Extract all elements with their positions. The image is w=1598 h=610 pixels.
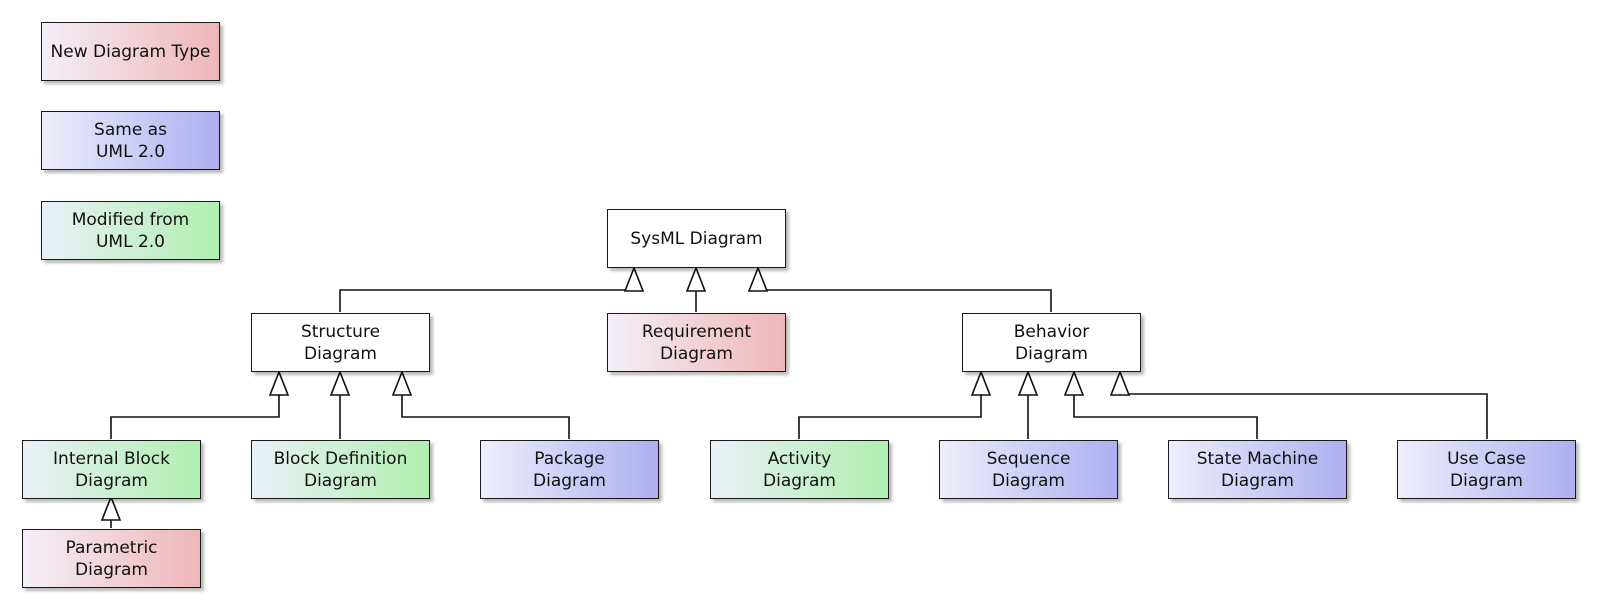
generalization-arrowhead xyxy=(685,265,707,292)
activity-diagram-label: Activity Diagram xyxy=(763,449,836,491)
generalization-arrowhead xyxy=(100,494,122,521)
state-machine-to-behavior-connector xyxy=(1073,394,1258,439)
structure-diagram-node: Structure Diagram xyxy=(251,313,430,372)
state-machine-diagram-node: State Machine Diagram xyxy=(1168,440,1347,499)
legend-same-as-uml-label: Same as UML 2.0 xyxy=(94,120,167,162)
structure-diagram-label: Structure Diagram xyxy=(300,322,381,364)
use-case-to-behavior-connector xyxy=(1120,393,1488,439)
legend-modified-from-uml: Modified from UML 2.0 xyxy=(41,201,220,260)
sysml-diagram-label: SysML Diagram xyxy=(630,229,763,249)
generalization-arrowhead xyxy=(1017,369,1039,396)
sequence-diagram-label: Sequence Diagram xyxy=(986,449,1071,491)
generalization-arrowhead xyxy=(268,369,290,396)
block-definition-diagram-node: Block Definition Diagram xyxy=(251,440,430,499)
package-diagram-node: Package Diagram xyxy=(480,440,659,499)
generalization-arrowhead xyxy=(623,265,645,292)
generalization-arrowhead xyxy=(747,265,769,292)
generalization-arrowhead xyxy=(391,369,413,396)
generalization-arrowhead xyxy=(970,369,992,396)
package-to-structure-connector xyxy=(401,394,570,439)
internal-block-diagram-node: Internal Block Diagram xyxy=(22,440,201,499)
internal-block-diagram-label: Internal Block Diagram xyxy=(53,449,170,491)
structure-to-sysml-connector xyxy=(339,289,634,312)
requirement-diagram-node: Requirement Diagram xyxy=(607,313,786,372)
behavior-to-sysml-connector xyxy=(758,289,1052,312)
legend-new-diagram-type-label: New Diagram Type xyxy=(50,42,211,62)
package-diagram-label: Package Diagram xyxy=(533,449,606,491)
block-definition-diagram-label: Block Definition Diagram xyxy=(273,449,408,491)
generalization-arrowhead xyxy=(1063,369,1085,396)
legend-modified-from-uml-label: Modified from UML 2.0 xyxy=(71,210,190,252)
state-machine-diagram-label: State Machine Diagram xyxy=(1196,449,1319,491)
use-case-diagram-node: Use Case Diagram xyxy=(1397,440,1576,499)
parametric-diagram-node: Parametric Diagram xyxy=(22,529,201,588)
use-case-diagram-label: Use Case Diagram xyxy=(1447,449,1526,491)
sysml-diagram-node: SysML Diagram xyxy=(607,209,786,268)
behavior-diagram-label: Behavior Diagram xyxy=(1013,322,1090,364)
requirement-diagram-label: Requirement Diagram xyxy=(641,322,752,364)
activity-diagram-node: Activity Diagram xyxy=(710,440,889,499)
generalization-arrowhead xyxy=(329,369,351,396)
sequence-diagram-node: Sequence Diagram xyxy=(939,440,1118,499)
legend-same-as-uml: Same as UML 2.0 xyxy=(41,111,220,170)
activity-to-behavior-connector xyxy=(798,394,982,439)
internal-block-to-structure-connector xyxy=(110,394,280,439)
generalization-arrowhead xyxy=(1109,369,1131,396)
legend-new-diagram-type: New Diagram Type xyxy=(41,22,220,81)
parametric-diagram-label: Parametric Diagram xyxy=(65,538,158,580)
behavior-diagram-node: Behavior Diagram xyxy=(962,313,1141,372)
